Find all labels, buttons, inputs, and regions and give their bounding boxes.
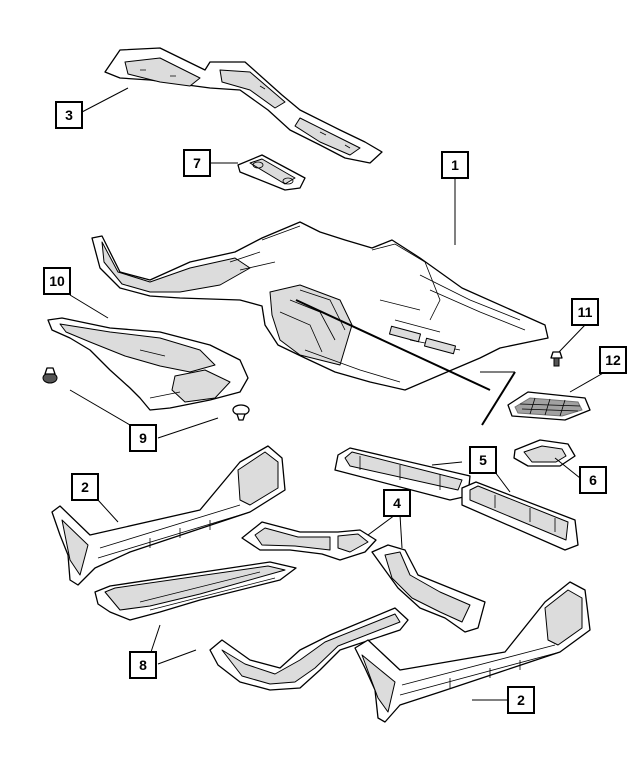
part-10-heat-shield[interactable] [47, 317, 249, 411]
part-5-rail-left[interactable] [334, 447, 471, 501]
part-4-bracket-lower[interactable] [371, 544, 486, 633]
callout-4: 4 [383, 489, 411, 517]
part-3-crossmember[interactable] [104, 47, 383, 164]
callout-11-label: 11 [578, 304, 593, 320]
callout-3: 3 [55, 101, 83, 129]
part-8-extension-right[interactable] [209, 607, 409, 691]
part-11-bolt[interactable] [550, 351, 563, 367]
part-1-floor-pan[interactable] [91, 221, 549, 391]
leader-lines [69, 87, 606, 701]
callout-11: 11 [571, 298, 599, 326]
callout-3-label: 3 [65, 107, 73, 123]
part-7-bracket[interactable] [237, 154, 306, 191]
callout-1-label: 1 [451, 157, 459, 173]
callout-9-label: 9 [139, 430, 147, 446]
callout-5-label: 5 [479, 452, 487, 468]
callout-10-label: 10 [49, 273, 65, 289]
callout-2b: 2 [507, 686, 535, 714]
callout-7: 7 [183, 149, 211, 177]
callout-5: 5 [469, 446, 497, 474]
part-12-panel[interactable] [507, 391, 591, 421]
callout-8: 8 [129, 651, 157, 679]
part-2-sill-right[interactable] [354, 581, 591, 723]
callout-12: 12 [599, 346, 627, 374]
part-4-bracket-upper[interactable] [241, 521, 377, 561]
callout-4-label: 4 [393, 495, 401, 511]
part-2-sill-left[interactable] [51, 445, 286, 586]
callout-12-label: 12 [605, 352, 621, 368]
callout-8-label: 8 [139, 657, 147, 673]
part-9-clip-left[interactable] [42, 367, 58, 384]
callout-9: 9 [129, 424, 157, 452]
callout-10: 10 [43, 267, 71, 295]
callout-1: 1 [441, 151, 469, 179]
callout-2a: 2 [71, 473, 99, 501]
part-5-rail-right[interactable] [461, 481, 579, 551]
part-8-extension-left[interactable] [94, 561, 297, 621]
callout-6-label: 6 [589, 472, 597, 488]
part-9-clip-right[interactable] [232, 404, 250, 421]
callout-2b-label: 2 [517, 692, 525, 708]
callout-6: 6 [579, 466, 607, 494]
callout-2a-label: 2 [81, 479, 89, 495]
callout-7-label: 7 [193, 155, 201, 171]
part-6-plate[interactable] [513, 439, 576, 467]
